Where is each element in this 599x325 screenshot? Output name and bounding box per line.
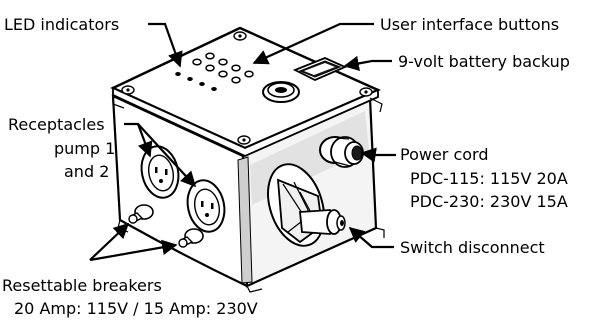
label-power-cord-spec-230: PDC-230: 230V 15A <box>410 192 568 211</box>
callout-breaker-1 <box>89 222 130 261</box>
label-power-cord-spec-115: PDC-115: 115V 20A <box>410 169 568 188</box>
label-power-cord: Power cord <box>400 145 489 164</box>
callout-breaker-2 <box>89 239 178 262</box>
battery-compartment <box>292 57 348 81</box>
ui-button[interactable] <box>218 70 228 78</box>
label-resettable-breakers: Resettable breakers <box>2 276 162 295</box>
led-indicator <box>175 72 181 76</box>
label-led-indicators: LED indicators <box>4 15 119 34</box>
led-indicator-group <box>175 72 217 91</box>
label-receptacles: Receptacles <box>8 115 105 134</box>
callout-power-cord <box>360 147 396 163</box>
callout-buttons <box>252 22 374 65</box>
ui-button[interactable] <box>218 58 228 66</box>
enclosure-box <box>110 26 385 293</box>
led-indicator <box>187 77 193 81</box>
label-user-interface-buttons: User interface buttons <box>380 15 559 34</box>
led-indicator <box>211 87 217 91</box>
callout-lines <box>89 22 396 262</box>
label-battery-backup: 9-volt battery backup <box>398 52 570 71</box>
ui-button[interactable] <box>231 64 241 72</box>
breaker-2[interactable] <box>178 228 204 248</box>
receptacle-pump-2 <box>186 179 226 233</box>
lid-screw <box>237 135 251 145</box>
led-indicator <box>199 82 205 86</box>
ui-button[interactable] <box>192 58 202 66</box>
breaker-1[interactable] <box>128 204 154 224</box>
power-cord-gland <box>319 136 364 168</box>
switch-disconnect[interactable] <box>258 157 346 253</box>
ui-button[interactable] <box>244 70 254 78</box>
ui-button[interactable] <box>231 76 241 84</box>
lid-screw <box>233 31 247 41</box>
label-receptacles-and: and 2 <box>64 162 109 181</box>
lid-screw <box>359 87 373 97</box>
label-receptacles-pump: pump 1 <box>54 139 115 158</box>
lid-round-port <box>262 81 300 103</box>
callout-receptacle-2 <box>137 123 197 188</box>
label-switch-disconnect: Switch disconnect <box>400 238 545 257</box>
ui-button-group <box>192 52 254 84</box>
callout-led <box>148 22 183 68</box>
label-breakers-spec: 20 Amp: 115V / 15 Amp: 230V <box>14 299 258 318</box>
ui-button[interactable] <box>205 64 215 72</box>
callout-switch <box>348 226 394 249</box>
lid-screw <box>121 85 135 95</box>
callout-battery <box>343 55 392 72</box>
ui-button[interactable] <box>205 52 215 60</box>
